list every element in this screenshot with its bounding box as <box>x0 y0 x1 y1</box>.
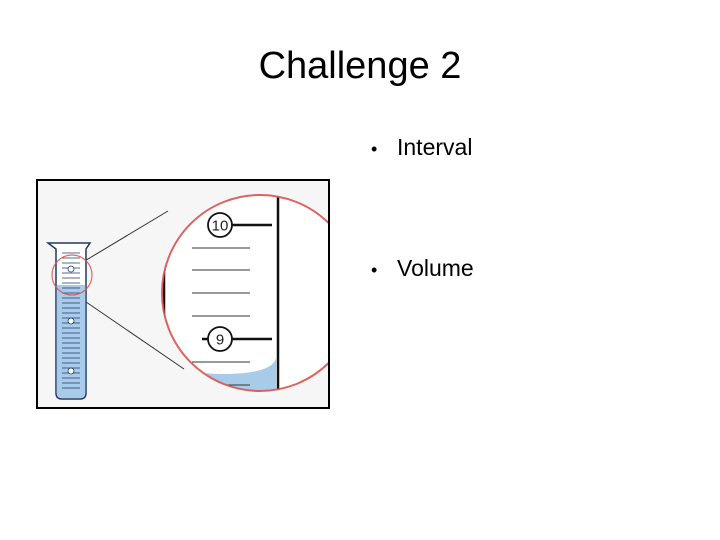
small-cylinder-ticks <box>62 252 80 389</box>
label-badge-10 <box>207 212 233 238</box>
bullet-item-interval: • Interval <box>371 132 472 164</box>
small-cylinder <box>45 242 92 400</box>
scale-label-10: 10 <box>212 218 229 235</box>
bullet-marker: • <box>371 139 378 159</box>
magnified-scale: 10 9 <box>162 195 328 391</box>
graduated-cylinder-illustration: 10 9 <box>45 194 328 400</box>
zoom-connector-bottom <box>69 290 185 370</box>
small-cylinder-liquid <box>56 285 86 398</box>
magnifier-circle <box>161 194 328 392</box>
zoom-source-circle <box>51 254 93 296</box>
scale-label-9: 9 <box>216 332 224 349</box>
bullet-text: Interval <box>397 134 473 160</box>
zoom-connector-top <box>77 210 169 266</box>
bullet-marker: • <box>371 260 378 280</box>
bullet-item-volume: • Volume <box>371 253 474 285</box>
slide-title: Challenge 2 <box>258 45 462 87</box>
bullet-text: Volume <box>397 255 474 281</box>
label-badge-9 <box>207 326 233 352</box>
graduated-cylinder-figure: 10 9 <box>36 179 330 409</box>
